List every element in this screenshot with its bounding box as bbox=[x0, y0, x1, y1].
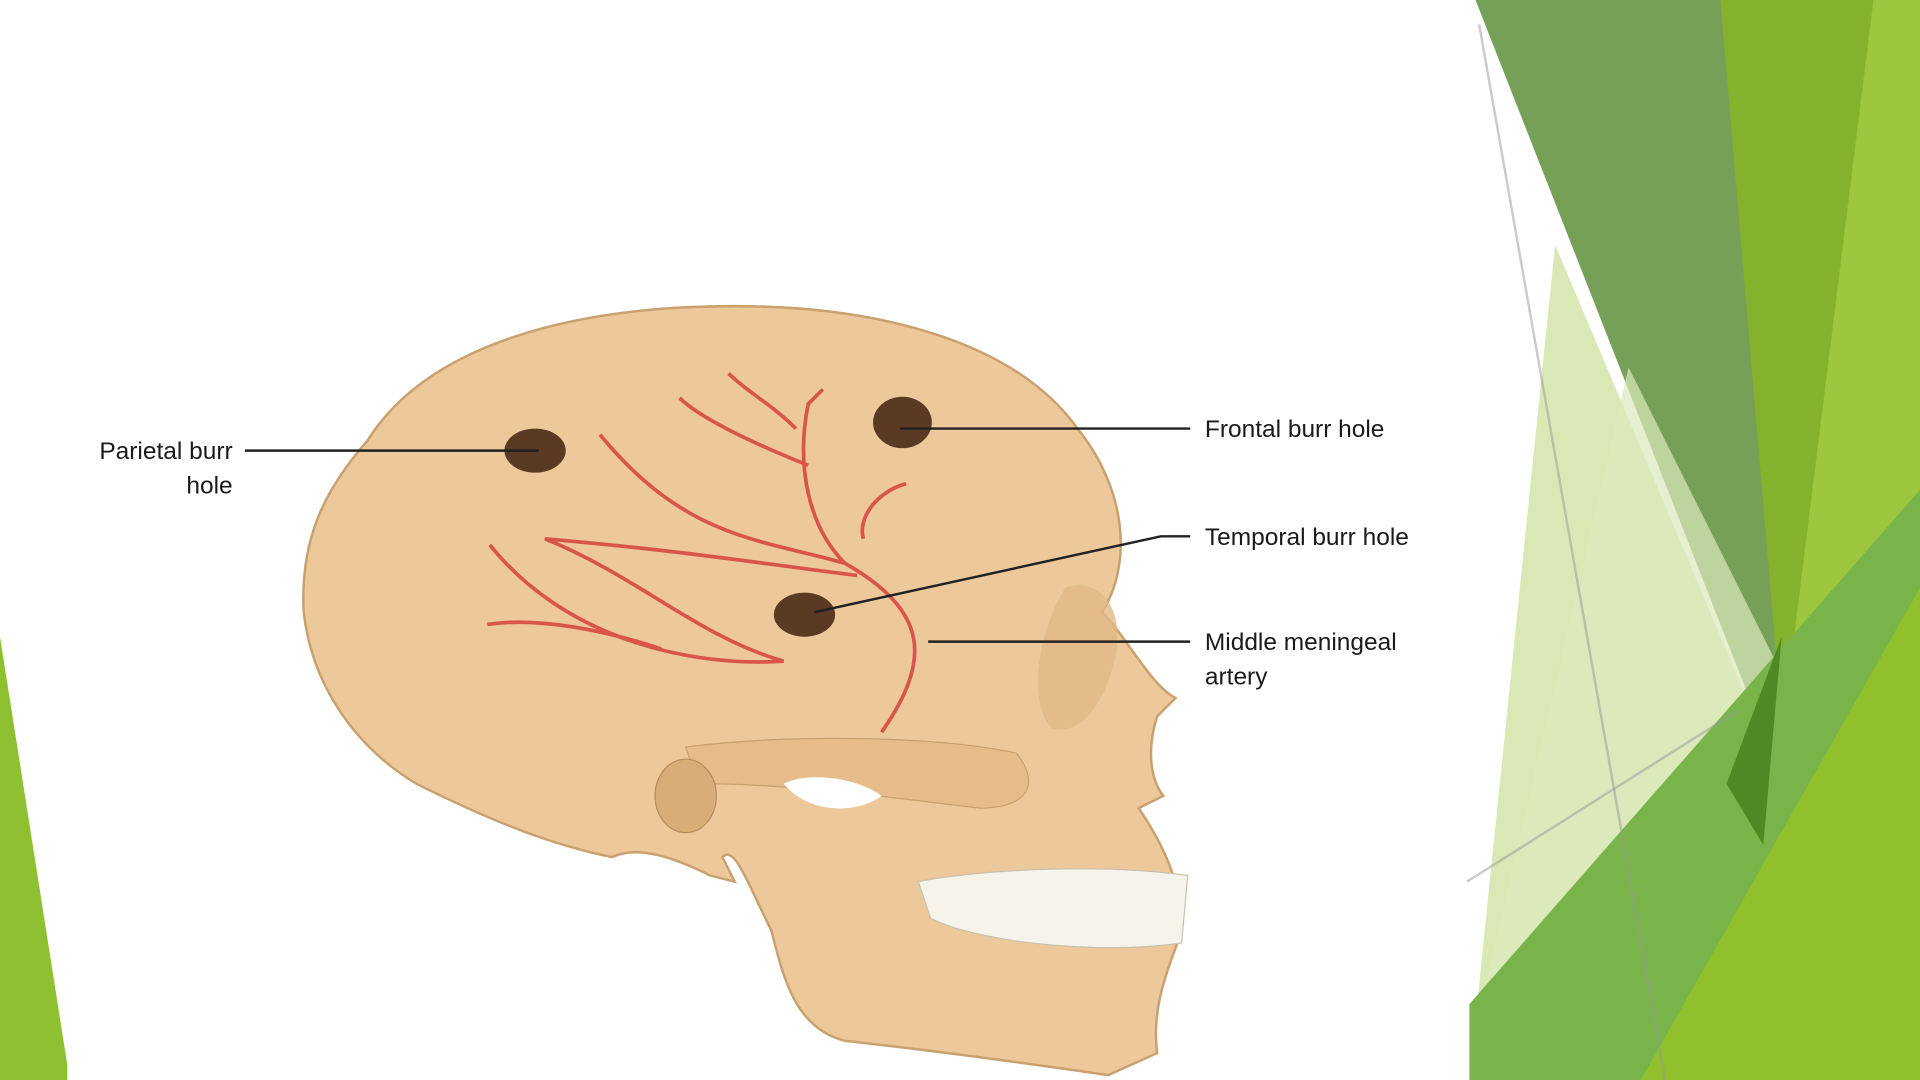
right-decorative-triangles bbox=[1466, 0, 1920, 1080]
temporal-label: Temporal burr hole bbox=[1205, 524, 1409, 551]
left-green-accent bbox=[0, 636, 68, 1080]
temporal-burr-hole bbox=[773, 592, 836, 637]
leader-lines bbox=[244, 427, 1191, 643]
frontal-burr-hole bbox=[873, 396, 932, 449]
parietal-label-line2: hole bbox=[186, 472, 232, 499]
frontal-label: Frontal burr hole bbox=[1205, 416, 1385, 443]
artery-label-line2: artery bbox=[1205, 663, 1268, 690]
middle-meningeal-artery bbox=[487, 372, 917, 734]
artery-label-line1: Middle meningeal bbox=[1205, 629, 1397, 656]
parietal-label-line1: Parietal burr bbox=[99, 438, 232, 465]
skull-illustration bbox=[302, 304, 1189, 1077]
